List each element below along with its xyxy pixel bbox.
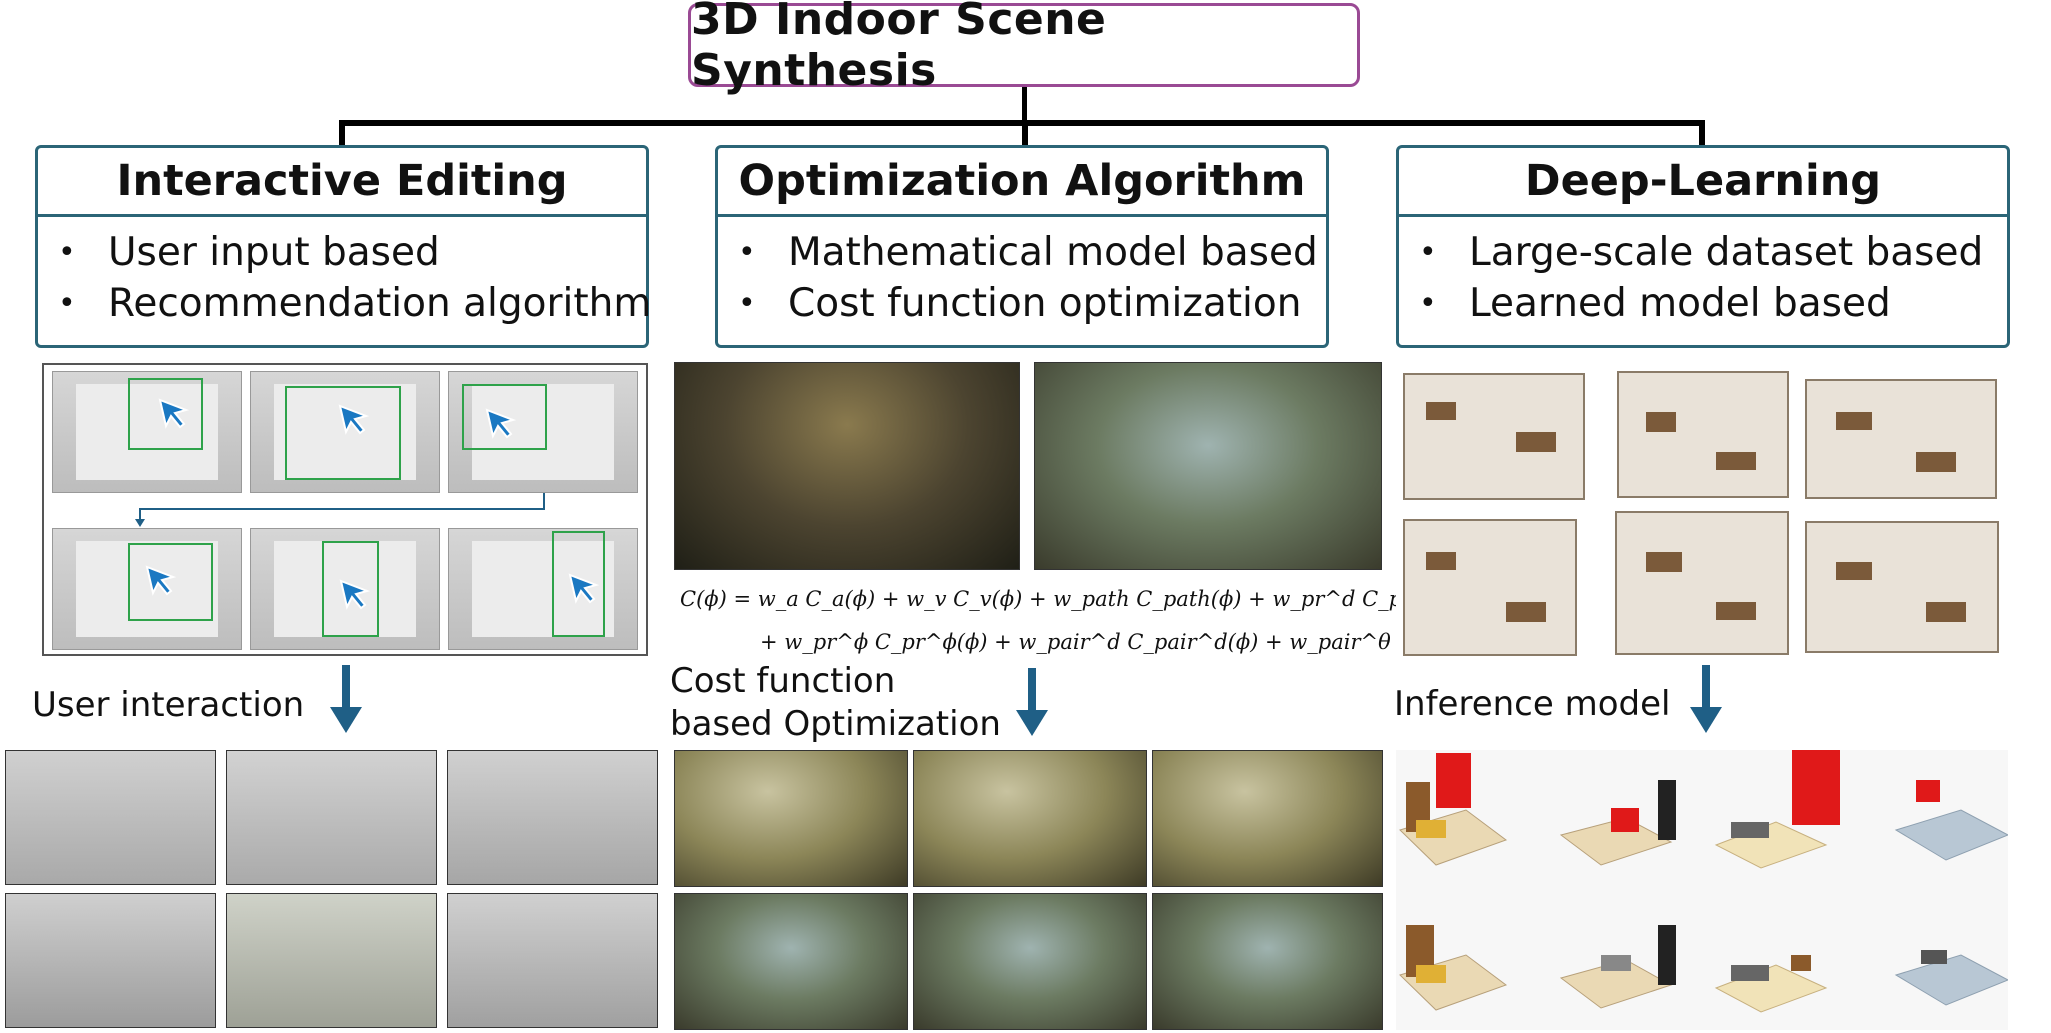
connector-horizontal — [339, 120, 1704, 126]
editing-result-6 — [447, 893, 658, 1028]
editing-result-1 — [5, 750, 216, 885]
cursor-icon — [568, 573, 599, 604]
cursor-icon — [158, 398, 190, 429]
editing-result-2 — [226, 750, 437, 885]
cursor-icon — [485, 407, 517, 439]
editing-result-4 — [5, 893, 216, 1028]
category-title: Optimization Algorithm — [718, 148, 1326, 217]
category-deep-learning: Deep-Learning Large-scale dataset based … — [1396, 145, 2010, 348]
arrow-down-icon — [1690, 665, 1722, 733]
category-title: Interactive Editing — [38, 148, 646, 217]
optimization-result-4 — [674, 893, 908, 1030]
category-bullet: Cost function optimization — [738, 278, 1326, 329]
editing-result-5 — [226, 893, 437, 1028]
connector-left — [339, 120, 345, 147]
arrow-down-icon — [1016, 668, 1048, 736]
optimization-result-3 — [1152, 750, 1383, 887]
arrow-down-icon — [330, 665, 362, 733]
label-user-interaction: User interaction — [32, 685, 305, 725]
category-bullet: Learned model based — [1419, 278, 2007, 329]
optimization-result-6 — [1152, 893, 1383, 1030]
editing-step-4 — [52, 528, 242, 650]
inference-scenes — [1399, 750, 2008, 1013]
deep-learning-layouts — [1396, 362, 2008, 657]
root-title: 3D Indoor Scene Synthesis — [691, 0, 1107, 96]
category-bullet: User input based — [58, 227, 646, 278]
category-title: Deep-Learning — [1399, 148, 2007, 217]
cursor-icon — [145, 564, 177, 596]
connector-root-stem — [1022, 87, 1027, 123]
interactive-editing-figure — [42, 363, 648, 656]
cost-function-line-1: C(ϕ) = w_a C_a(ϕ) + w_v C_v(ϕ) + w_path … — [680, 587, 1474, 611]
optimization-render-classroom — [674, 362, 1020, 570]
label-cost-function-line-1: Cost function — [670, 661, 896, 701]
optimization-render-flower-shop — [1034, 362, 1382, 570]
editing-step-3 — [448, 371, 638, 493]
flow-arrow — [135, 493, 545, 527]
floorplan-grid — [1403, 371, 1999, 656]
optimization-result-2 — [913, 750, 1147, 887]
cursor-icon — [340, 579, 371, 610]
optimization-result-1 — [674, 750, 908, 887]
connector-middle — [1022, 120, 1028, 147]
category-optimization-algorithm: Optimization Algorithm Mathematical mode… — [715, 145, 1329, 348]
category-bullet: Recommendation algorithm — [58, 278, 651, 329]
editing-step-2 — [250, 371, 440, 493]
category-bullet: Mathematical model based — [738, 227, 1326, 278]
category-interactive-editing: Interactive Editing User input based Rec… — [35, 145, 651, 348]
label-cost-function-line-2: based Optimization — [670, 704, 1001, 744]
editing-step-5 — [250, 528, 440, 650]
cursor-icon — [338, 404, 369, 435]
optimization-result-5 — [913, 893, 1147, 1030]
editing-step-1 — [52, 371, 242, 493]
root-node: 3D Indoor Scene Synthesis — [688, 0, 1360, 96]
label-inference-model: Inference model — [1394, 684, 1671, 724]
inference-results — [1396, 750, 2008, 1030]
editing-result-3 — [447, 750, 658, 885]
editing-step-6 — [448, 528, 638, 650]
category-bullet: Large-scale dataset based — [1419, 227, 2007, 278]
connector-right — [1699, 120, 1705, 147]
